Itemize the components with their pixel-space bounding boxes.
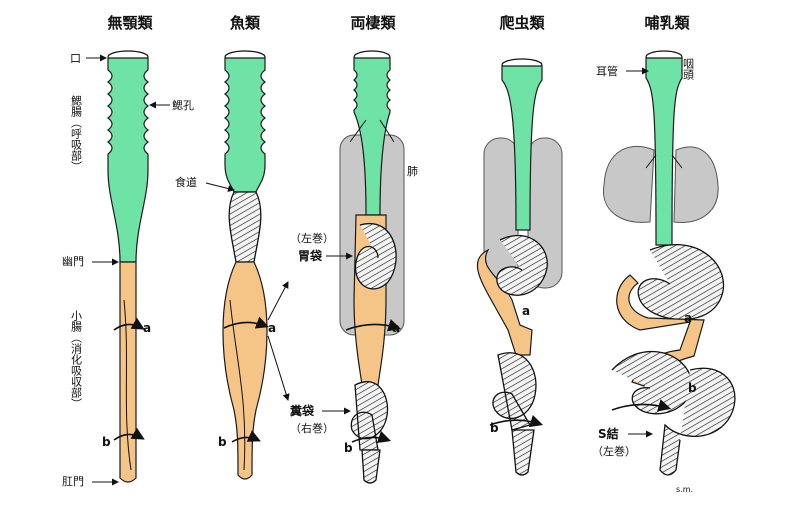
label-gill-slits: 鰓孔 xyxy=(172,99,194,112)
label-stomach: 胃袋 xyxy=(298,248,323,263)
title-fish: 魚類 xyxy=(230,14,261,32)
signature: s.m. xyxy=(676,485,693,494)
label-anus: 肛門 xyxy=(62,475,84,488)
marker-a-agnatha: a xyxy=(143,321,151,335)
marker-a-mammal: a xyxy=(684,311,692,325)
label-pharynx: 咽頭 xyxy=(682,58,695,81)
marker-b-reptile: b xyxy=(490,421,499,435)
marker-b-fish: b xyxy=(218,435,227,449)
mammal-gut xyxy=(603,50,736,476)
marker-b-mammal: b xyxy=(688,381,697,395)
mammal-lung-left xyxy=(603,145,655,223)
amphibian-gut xyxy=(339,50,405,484)
marker-a-amphibian: a xyxy=(392,321,400,335)
label-fecal-sac: 糞袋 xyxy=(289,403,315,418)
marker-a-fish: a xyxy=(268,321,276,335)
label-fecal-note: （右巻） xyxy=(290,421,334,435)
agnatha-gut xyxy=(107,50,149,483)
label-stomach-note: （左巻） xyxy=(290,232,334,245)
title-agnatha: 無顎類 xyxy=(107,14,153,32)
label-esophagus: 食道 xyxy=(175,175,197,189)
title-amphibian: 両棲類 xyxy=(350,14,396,32)
mammal-lung-right xyxy=(673,146,719,223)
marker-a-reptile: a xyxy=(522,304,530,318)
label-s-colon: S結 xyxy=(598,426,619,441)
label-small-intestine: 小腸（消化吸収部） xyxy=(70,310,83,409)
label-gill-gut: 鰓腸（呼吸部） xyxy=(70,95,83,172)
label-pylorus: 幽門 xyxy=(62,255,84,268)
label-s-colon-note: （左巻） xyxy=(592,445,636,458)
title-reptile: 爬虫類 xyxy=(498,14,545,32)
fish-gut xyxy=(222,50,269,480)
marker-b-agnatha: b xyxy=(102,435,111,449)
title-mammal: 哺乳類 xyxy=(644,14,690,32)
label-mouth: 口 xyxy=(70,52,81,65)
label-lung: 肺 xyxy=(407,165,418,178)
marker-b-amphibian: b xyxy=(344,441,353,455)
label-ear-tube: 耳管 xyxy=(596,64,618,78)
reptile-gut xyxy=(476,58,563,476)
reptile-lung-left xyxy=(483,137,519,289)
